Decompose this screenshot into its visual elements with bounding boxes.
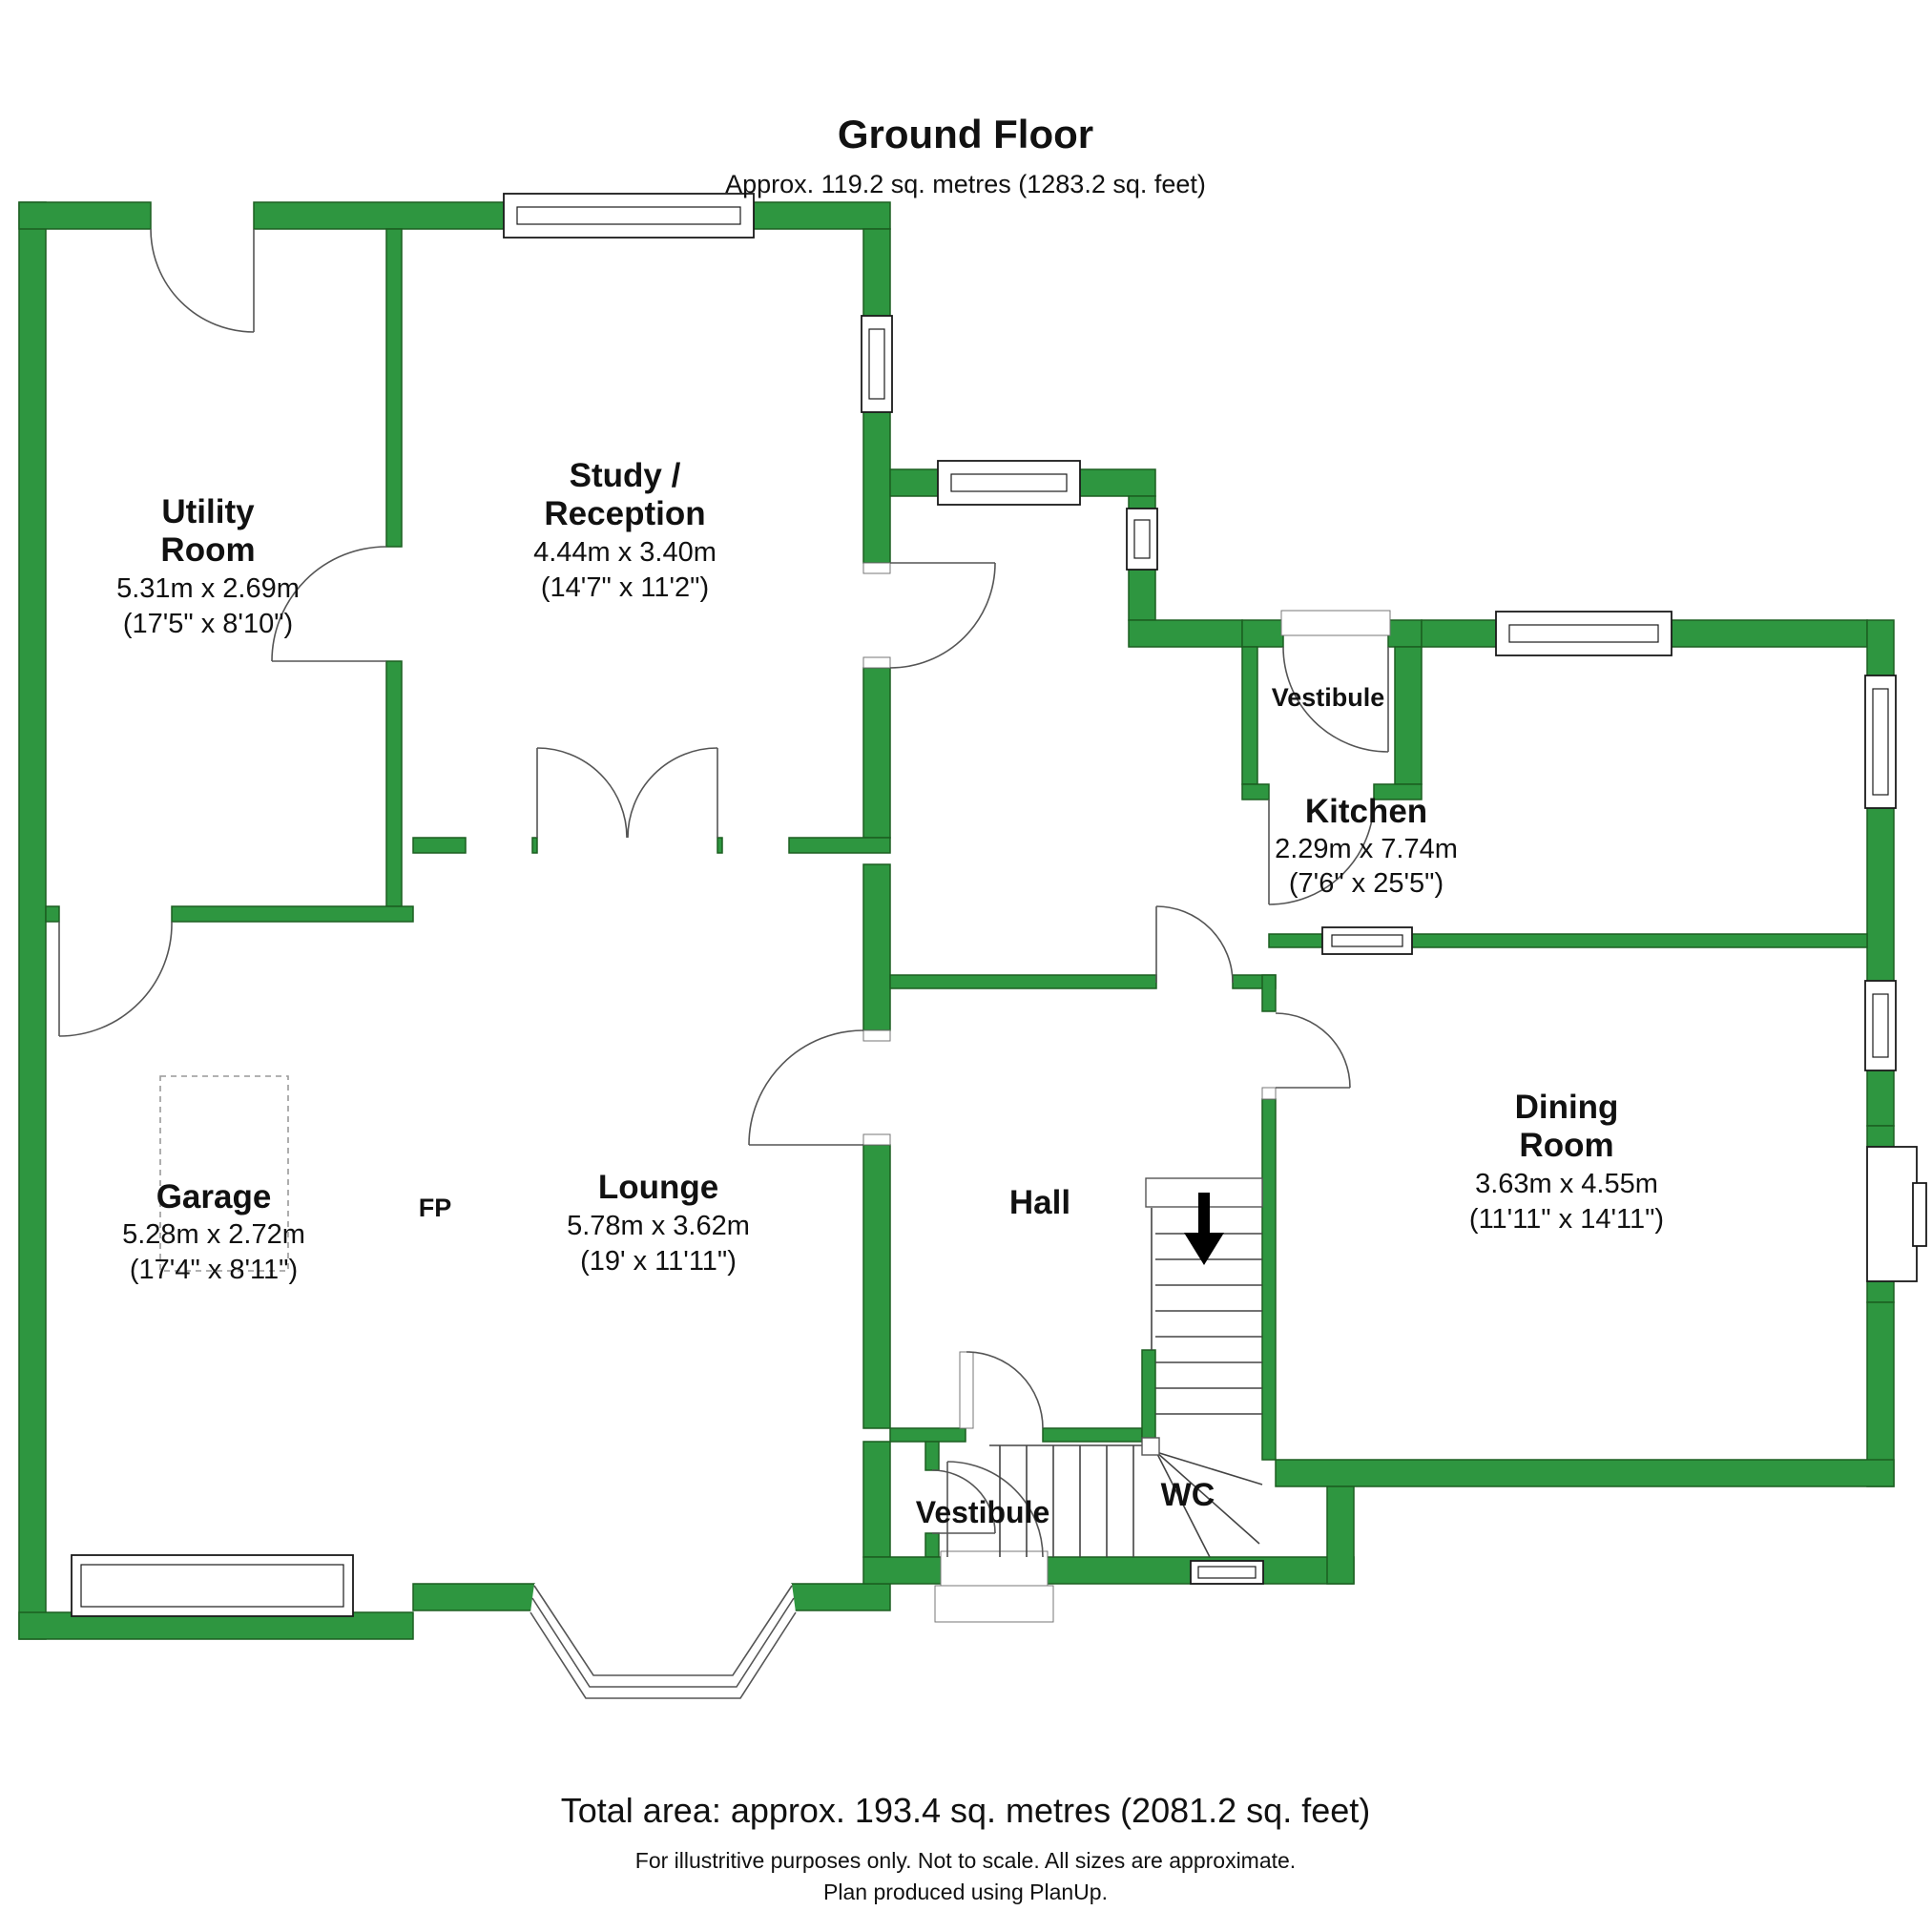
room-name: Dining	[1515, 1089, 1619, 1126]
utility-garage-door	[58, 921, 173, 1037]
room-dims-metric: 4.44m x 3.40m	[533, 537, 717, 568]
chimney-breast	[1866, 1146, 1927, 1282]
room-label-wc: WC	[1161, 1477, 1215, 1513]
front-door	[934, 1461, 1054, 1623]
windows	[503, 193, 1927, 1585]
vestibule-hall-door	[959, 1351, 1044, 1429]
room-name: Utility	[161, 493, 255, 530]
room-label-lounge: Lounge 5.78m x 3.62m (19' x 11'11")	[567, 1169, 750, 1277]
kitchen-top-window	[1495, 611, 1672, 656]
credit-label: Plan produced using PlanUp.	[823, 1880, 1108, 1904]
vestibule-back-door	[1280, 610, 1391, 753]
page-title-group: Ground Floor Approx. 119.2 sq. metres (1…	[725, 112, 1206, 198]
room-label-hall: Hall	[1009, 1184, 1070, 1221]
garage-car-outline	[159, 1075, 289, 1272]
room-label-utility: Utility Room 5.31m x 2.69m (17'5" x 8'10…	[116, 493, 300, 639]
room-dims-imperial: (17'4" x 8'11")	[130, 1255, 298, 1285]
garage-door	[71, 1554, 354, 1617]
kitchen-dining-window	[1321, 926, 1413, 955]
room-label-study: Study / Reception 4.44m x 3.40m (14'7" x…	[533, 457, 717, 603]
utility-entrance-door	[150, 228, 255, 333]
room-dims-metric: 5.31m x 2.69m	[116, 573, 300, 604]
study-lounge-double-doors	[536, 747, 718, 839]
room-name: Reception	[544, 495, 705, 532]
room-name: Garage	[156, 1178, 272, 1215]
room-name: Kitchen	[1305, 793, 1427, 830]
study-top-window	[503, 193, 755, 239]
footer: Total area: approx. 193.4 sq. metres (20…	[561, 1791, 1370, 1904]
room-dims-imperial: (7'6" x 25'5")	[1289, 868, 1444, 899]
dining-door	[1261, 1012, 1351, 1100]
vestibule-kitchen-door	[1268, 799, 1375, 905]
vestibule-inner-door	[931, 1469, 996, 1534]
annex-right-window	[1126, 508, 1158, 571]
room-dims-metric: 2.29m x 7.74m	[1275, 834, 1458, 864]
room-dims-metric: 5.78m x 3.62m	[567, 1211, 750, 1241]
lounge-bay-window	[530, 1584, 797, 1700]
page-subtitle: Approx. 119.2 sq. metres (1283.2 sq. fee…	[725, 170, 1206, 198]
stairs-down-arrow-icon	[1184, 1193, 1224, 1265]
room-label-kitchen: Kitchen 2.29m x 7.74m (7'6" x 25'5")	[1275, 793, 1458, 899]
dining-right-window	[1864, 980, 1897, 1071]
page-title: Ground Floor	[838, 112, 1093, 156]
room-label-garage: Garage 5.28m x 2.72m (17'4" x 8'11")	[122, 1178, 305, 1285]
room-name: Room	[160, 531, 255, 569]
annex-top-window	[937, 460, 1081, 506]
wc-bottom-window	[1190, 1560, 1264, 1585]
walls	[18, 201, 1895, 1640]
room-label-vestibule-top: Vestibule	[1272, 683, 1385, 712]
room-dims-metric: 5.28m x 2.72m	[122, 1219, 305, 1250]
study-hall-door	[862, 562, 996, 669]
room-name: Room	[1519, 1127, 1613, 1164]
study-right-window	[861, 315, 893, 413]
doors	[58, 228, 1391, 1623]
room-label-vestibule-bottom: Vestibule	[916, 1495, 1050, 1529]
utility-study-door	[271, 546, 387, 662]
lounge-hall-door	[748, 1029, 891, 1146]
room-name: Study /	[570, 457, 681, 494]
room-label-dining: Dining Room 3.63m x 4.55m (11'11" x 14'1…	[1469, 1089, 1664, 1235]
room-dims-imperial: (19' x 11'11")	[580, 1246, 737, 1277]
fireplace-label: FP	[419, 1194, 452, 1222]
room-dims-imperial: (14'7" x 11'2")	[541, 572, 709, 603]
kitchen-right-window	[1864, 675, 1897, 809]
room-dims-metric: 3.63m x 4.55m	[1475, 1169, 1658, 1199]
room-name: Lounge	[598, 1169, 718, 1206]
total-area-label: Total area: approx. 193.4 sq. metres (20…	[561, 1791, 1370, 1830]
room-dims-imperial: (11'11" x 14'11")	[1469, 1204, 1664, 1235]
staircase	[989, 1177, 1263, 1558]
disclaimer-label: For illustritive purposes only. Not to s…	[635, 1848, 1296, 1873]
hall-kitchen-door	[1155, 905, 1234, 984]
room-dims-imperial: (17'5" x 8'10")	[123, 609, 293, 639]
